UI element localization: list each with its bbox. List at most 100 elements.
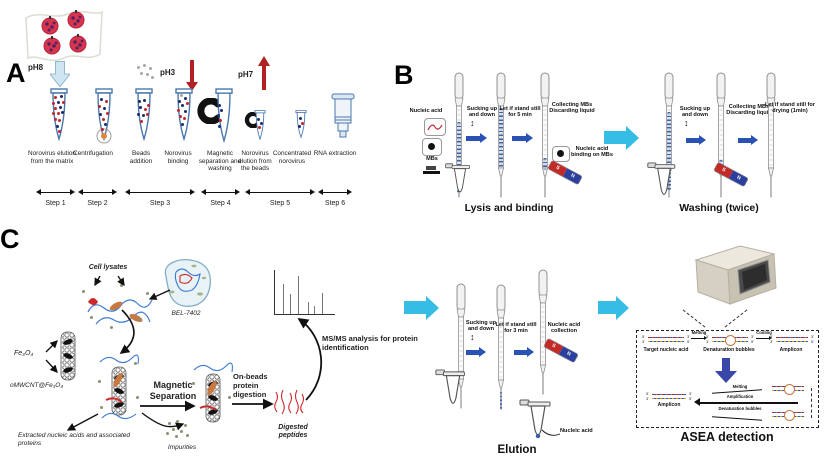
- end-label: 5': [642, 334, 645, 339]
- particle-dot: [143, 99, 146, 102]
- amplification-label: Amplification: [726, 394, 754, 399]
- elution-collection-tube: [518, 396, 558, 439]
- particle-dot: [168, 422, 171, 425]
- particle-dot: [106, 112, 109, 115]
- particle-dot: [146, 292, 149, 295]
- end-label: 5': [811, 339, 814, 344]
- step1-span: [36, 188, 75, 197]
- cell-lysates-label: Cell lysates: [88, 264, 128, 271]
- particle-dot: [301, 122, 304, 125]
- mixed-liquid: [499, 108, 503, 168]
- denaturation-bubble-icon: [783, 383, 795, 395]
- end-label: 3': [751, 334, 754, 339]
- ph3-down-arrow-icon: [186, 60, 198, 91]
- caption-magsep: Magnetic separation and washing: [198, 150, 242, 173]
- particle-dot: [52, 102, 55, 105]
- particle-dot: [180, 430, 183, 433]
- end-label: 5': [646, 391, 649, 396]
- particle-dot: [99, 113, 102, 116]
- caption-beads: Beads addition: [129, 150, 153, 165]
- end-label: 3': [706, 339, 709, 344]
- sucking-label-elution: Sucking up and down: [465, 320, 497, 333]
- elution-title: Elution: [497, 444, 537, 456]
- end-label: 5': [751, 339, 754, 344]
- particle-dot: [220, 109, 223, 112]
- pellet-icon: [96, 128, 112, 144]
- digested-peptides-icon: [274, 389, 305, 415]
- particle-dot: [100, 406, 103, 409]
- particle-dot: [137, 113, 140, 116]
- particle-dot: [184, 110, 187, 113]
- nucleic-acid-result-label: Nucleic acid: [560, 428, 593, 434]
- stand-still-5min-label: Let if stand still for 5 min: [499, 106, 541, 119]
- updown-arrow-icon: ↕: [470, 118, 475, 128]
- amplicon-caption: Amplicon: [779, 347, 803, 353]
- end-label: 3': [811, 334, 814, 339]
- particle-dot: [299, 117, 302, 120]
- tube-norovirus-binding: [173, 88, 195, 144]
- amplicon2-caption: Amplicon: [657, 402, 681, 408]
- collecting-label-wash: Collecting MBs Discarding liquid: [726, 104, 772, 117]
- particle-dot: [228, 396, 231, 399]
- msms-label: MS/MS analysis for protein identificatio…: [322, 334, 418, 352]
- particle-dot: [146, 73, 149, 76]
- mbs-callout: [422, 138, 442, 156]
- machine-connector-right: [724, 309, 748, 328]
- dna-amplicon: 5'3' 3'5': [770, 335, 814, 344]
- caption-step1: Norovirus elution from the matrix: [28, 150, 76, 165]
- norovirus-berries: [41, 10, 87, 55]
- collected-beads: [543, 158, 547, 170]
- step4-label: Step 4: [210, 200, 231, 207]
- spectrum-peak: [283, 284, 285, 314]
- end-label: 5': [689, 397, 692, 401]
- magnetic-bead-icon: [428, 143, 435, 150]
- particle-dot: [62, 101, 65, 104]
- nucleic-acid-dot: [535, 433, 541, 439]
- particle-dot: [60, 95, 63, 98]
- denaturation-bubble-icon: [783, 409, 795, 421]
- arrow-elution-1: [466, 347, 486, 357]
- particle-dot: [101, 128, 104, 131]
- dna-branch-bottom: [766, 409, 810, 421]
- bel7402-cell-icon: [164, 258, 212, 307]
- impurities-cluster: [162, 420, 202, 442]
- end-label: 3': [642, 339, 645, 344]
- updown-arrow-icon: ↕: [470, 332, 475, 342]
- particle-dot: [298, 125, 301, 128]
- extracted-label: Extracted nucleic acids and associated p…: [18, 432, 131, 447]
- pipette-lysis-3: [536, 72, 554, 198]
- particle-dot: [140, 120, 143, 123]
- cnt-icon: [56, 330, 80, 382]
- particle-dot: [134, 362, 137, 365]
- sucking-label-lysis: Sucking up and down: [466, 106, 498, 119]
- dna-branch-top: [766, 383, 810, 395]
- particle-dot: [137, 66, 140, 69]
- washing-title: Washing (twice): [679, 202, 759, 214]
- wash-liquid: [667, 112, 671, 190]
- branch-bracket: [811, 388, 812, 418]
- particle-dot: [138, 100, 141, 103]
- end-label: 3': [770, 339, 773, 344]
- dna-target: 5'3' 3'5': [642, 335, 690, 344]
- step2-span: [78, 188, 117, 197]
- cooling-arrow: [756, 336, 772, 340]
- fe3o4-label: Fe₃O₄: [14, 350, 34, 357]
- end-label: 5': [706, 334, 709, 339]
- end-label: 5': [687, 339, 690, 344]
- arrow-wash-2: [738, 135, 758, 145]
- panel-a-label: A: [6, 58, 26, 88]
- dna-denaturation: 5'3' 3'5': [706, 334, 754, 346]
- particle-dot: [100, 98, 103, 101]
- spectrum-peak: [298, 276, 300, 314]
- panel-c-label: C: [0, 224, 20, 254]
- nucleic-acid-label: Nucleic acid: [409, 108, 443, 114]
- nucleic-acid-callout: [424, 118, 446, 136]
- particle-dot: [139, 106, 142, 109]
- magnet-north-label: N: [562, 168, 583, 185]
- end-label: 5': [770, 334, 773, 339]
- particle-dot: [179, 115, 182, 118]
- particle-dot: [178, 100, 181, 103]
- ph8-down-arrow-icon: [50, 61, 70, 88]
- sucking-label-wash: Sucking up and down: [679, 106, 711, 119]
